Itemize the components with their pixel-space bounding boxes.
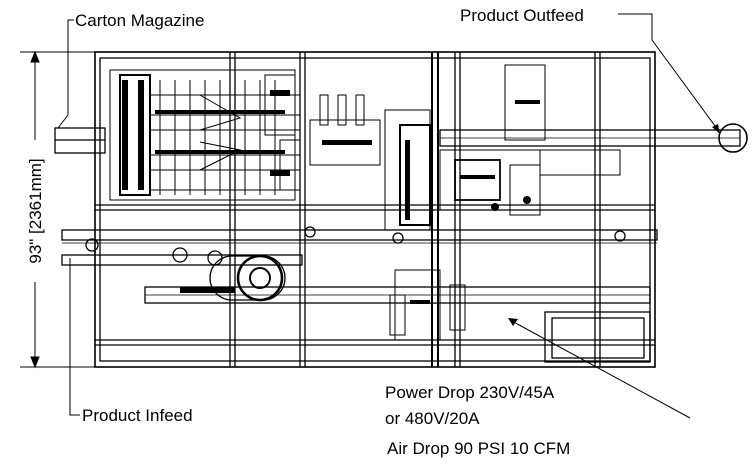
center-detail bbox=[180, 100, 540, 304]
air-drop-label: Air Drop 90 PSI 10 CFM bbox=[387, 439, 570, 458]
power-leader-arrowhead bbox=[508, 318, 518, 326]
product-infeed-label: Product Infeed bbox=[82, 406, 193, 425]
carton-feeder-mechanism bbox=[109, 69, 301, 201]
leader-lines bbox=[57, 13, 719, 419]
power-drop-label-line1: Power Drop 230V/45A bbox=[385, 383, 555, 402]
dimension-line bbox=[20, 50, 95, 369]
center-mechanism bbox=[309, 64, 621, 341]
carton-feeder-detail bbox=[122, 80, 290, 190]
power-drop-label-line2: or 480V/20A bbox=[385, 409, 480, 428]
product-outfeed-label: Product Outfeed bbox=[460, 6, 584, 25]
outfeed-leader-arrowhead bbox=[712, 124, 720, 134]
overall-width-dimension-label: 93" [2361mm] bbox=[26, 158, 45, 263]
carton-magazine-label: Carton Magazine bbox=[75, 11, 204, 30]
